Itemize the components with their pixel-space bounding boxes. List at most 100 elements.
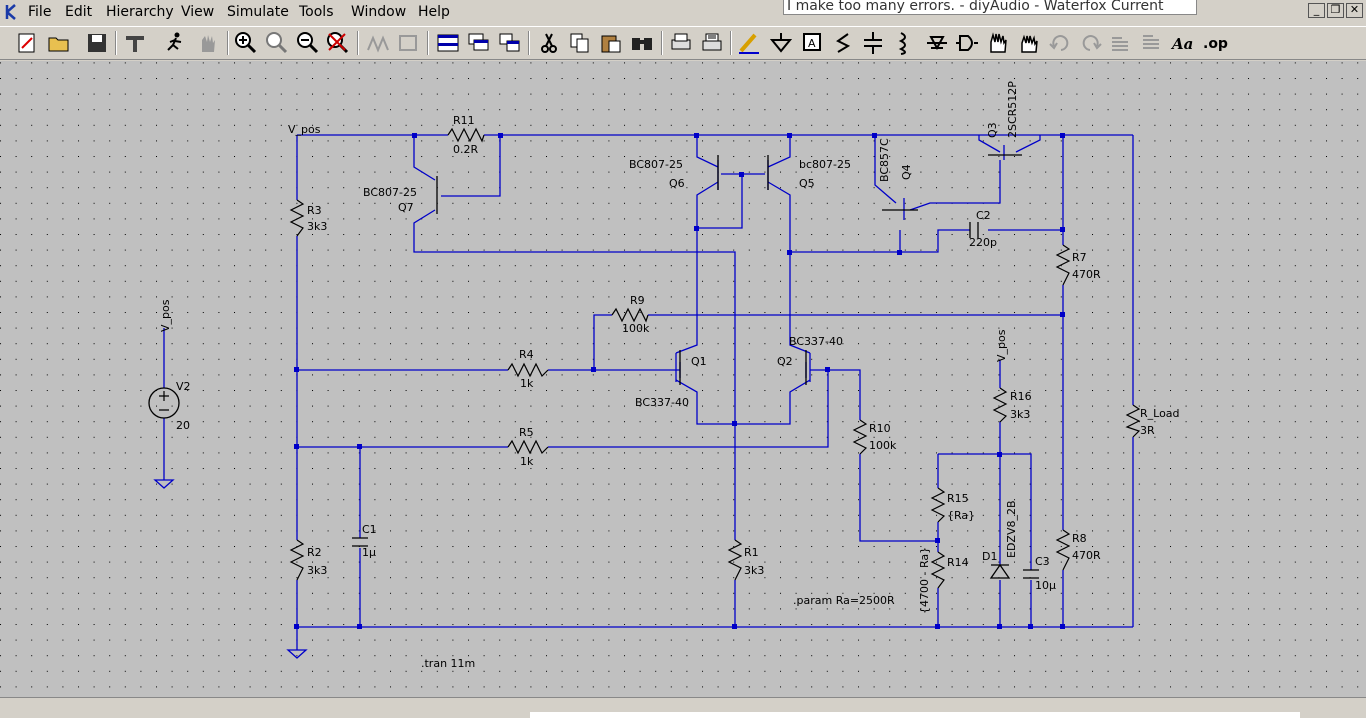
status-bar-field — [530, 712, 1300, 718]
label-R15: R15 — [947, 492, 969, 505]
close-button[interactable]: ✕ — [1346, 3, 1363, 18]
wire-icon[interactable] — [736, 30, 762, 56]
toolbar: A Aa .op — [0, 26, 1366, 60]
zoom-fit-icon[interactable] — [325, 30, 351, 56]
part-Q2: BC337-40 — [789, 335, 843, 348]
text-icon[interactable]: Aa — [1170, 30, 1196, 56]
zoom-in-icon[interactable] — [233, 30, 259, 56]
mirror-icon[interactable] — [1139, 30, 1165, 56]
value-R11: 0.2R — [453, 143, 478, 156]
label-Q6: Q6 — [669, 177, 685, 190]
vertical-window-icon[interactable] — [497, 30, 523, 56]
caps-and-semis — [352, 154, 1039, 579]
print-icon[interactable] — [668, 30, 694, 56]
spice-param-directive[interactable]: .param Ra=2500R — [793, 594, 895, 607]
label-C2: C2 — [976, 209, 991, 222]
redo-icon[interactable] — [1078, 30, 1104, 56]
label-R10: R10 — [869, 422, 891, 435]
diode-icon[interactable] — [924, 30, 950, 56]
resistors — [289, 127, 1141, 589]
voltage-source-v2 — [148, 387, 180, 419]
spice-directive-icon[interactable]: .op — [1202, 30, 1228, 56]
find-icon[interactable] — [629, 30, 655, 56]
cascade-windows-icon[interactable] — [466, 30, 492, 56]
menu-tools[interactable]: Tools — [299, 4, 334, 20]
label-R9: R9 — [630, 294, 645, 307]
halt-icon[interactable] — [195, 30, 221, 56]
menu-simulate[interactable]: Simulate — [227, 4, 289, 20]
menu-file[interactable]: File — [28, 4, 52, 20]
menu-hierarchy[interactable]: Hierarchy — [106, 4, 174, 20]
zoom-pan-icon[interactable] — [264, 30, 290, 56]
value-C1: 1µ — [362, 546, 376, 559]
value-R-Load: 3R — [1140, 424, 1155, 437]
junction-dots — [294, 133, 1065, 629]
label-Q5: Q5 — [799, 177, 815, 190]
value-R16: 3k3 — [1010, 408, 1030, 421]
tile-icon[interactable] — [365, 30, 391, 56]
label-R16: R16 — [1010, 390, 1032, 403]
move-icon[interactable] — [985, 30, 1011, 56]
net-label-vpos-src: V_pos — [159, 299, 172, 332]
menu-view[interactable]: View — [181, 4, 215, 20]
value-R3: 3k3 — [307, 220, 327, 233]
restore-button[interactable]: ❐ — [1327, 3, 1344, 18]
open-icon[interactable] — [46, 30, 72, 56]
run-icon[interactable] — [162, 30, 188, 56]
part-Q3: 2SCR512P — [1006, 81, 1019, 138]
menu-window[interactable]: Window — [351, 4, 407, 20]
part-Q7: BC807-25 — [363, 186, 417, 199]
copy-icon[interactable] — [567, 30, 593, 56]
spice-tran-directive[interactable]: .tran 11m — [421, 657, 475, 670]
horizontal-window-icon[interactable] — [435, 30, 461, 56]
inductor-icon[interactable] — [891, 30, 917, 56]
cascade-icon[interactable] — [396, 30, 422, 56]
app-logo-icon — [5, 4, 16, 20]
value-R2: 3k3 — [307, 564, 327, 577]
drag-icon[interactable] — [1016, 30, 1042, 56]
net-label-vpos-right: V_pos — [995, 329, 1008, 362]
status-bar — [0, 697, 1366, 718]
svg-text:A: A — [808, 37, 816, 50]
value-R1: 3k3 — [744, 564, 764, 577]
value-R5: 1k — [520, 455, 534, 468]
label-V2: V2 — [176, 380, 191, 393]
part-Q4: BC857C — [878, 138, 891, 182]
component-icon[interactable] — [954, 30, 980, 56]
svg-text:.op: .op — [1203, 36, 1228, 52]
label-Q3: Q3 — [986, 122, 999, 138]
label-net-icon[interactable]: A — [799, 30, 825, 56]
cut-icon[interactable] — [536, 30, 562, 56]
part-D1: EDZV8_2B — [1005, 500, 1018, 558]
minimize-button[interactable]: _ — [1308, 3, 1325, 18]
part-Q5: bc807-25 — [799, 158, 851, 171]
capacitor-icon[interactable] — [860, 30, 886, 56]
menu-help[interactable]: Help — [418, 4, 450, 20]
label-Q1: Q1 — [691, 355, 707, 368]
save-icon[interactable] — [84, 30, 110, 56]
value-V2: 20 — [176, 419, 190, 432]
schematic-canvas[interactable]: V_pos R11 0.2R BC807-25 Q7 BC807-25 Q6 b… — [0, 61, 1366, 697]
undo-icon[interactable] — [1047, 30, 1073, 56]
ground-symbols — [153, 479, 308, 659]
label-R14: R14 — [947, 556, 969, 569]
label-R1: R1 — [744, 546, 759, 559]
control-panel-icon[interactable] — [122, 30, 148, 56]
value-C2: 220p — [969, 236, 997, 249]
label-R4: R4 — [519, 348, 534, 361]
value-R4: 1k — [520, 377, 534, 390]
menu-bar: File Edit Hierarchy View Simulate Tools … — [0, 0, 1366, 26]
print-setup-icon[interactable] — [699, 30, 725, 56]
new-schematic-icon[interactable] — [14, 30, 40, 56]
paste-icon[interactable] — [598, 30, 624, 56]
menu-edit[interactable]: Edit — [65, 4, 93, 20]
value-C3: 10µ — [1035, 579, 1056, 592]
label-R7: R7 — [1072, 251, 1087, 264]
value-R9: 100k — [622, 322, 650, 335]
value-R8: 470R — [1072, 549, 1101, 562]
resistor-icon[interactable] — [830, 30, 856, 56]
rotate-icon[interactable] — [1108, 30, 1134, 56]
part-Q6: BC807-25 — [629, 158, 683, 171]
ground-icon[interactable] — [768, 30, 794, 56]
zoom-out-icon[interactable] — [295, 30, 321, 56]
